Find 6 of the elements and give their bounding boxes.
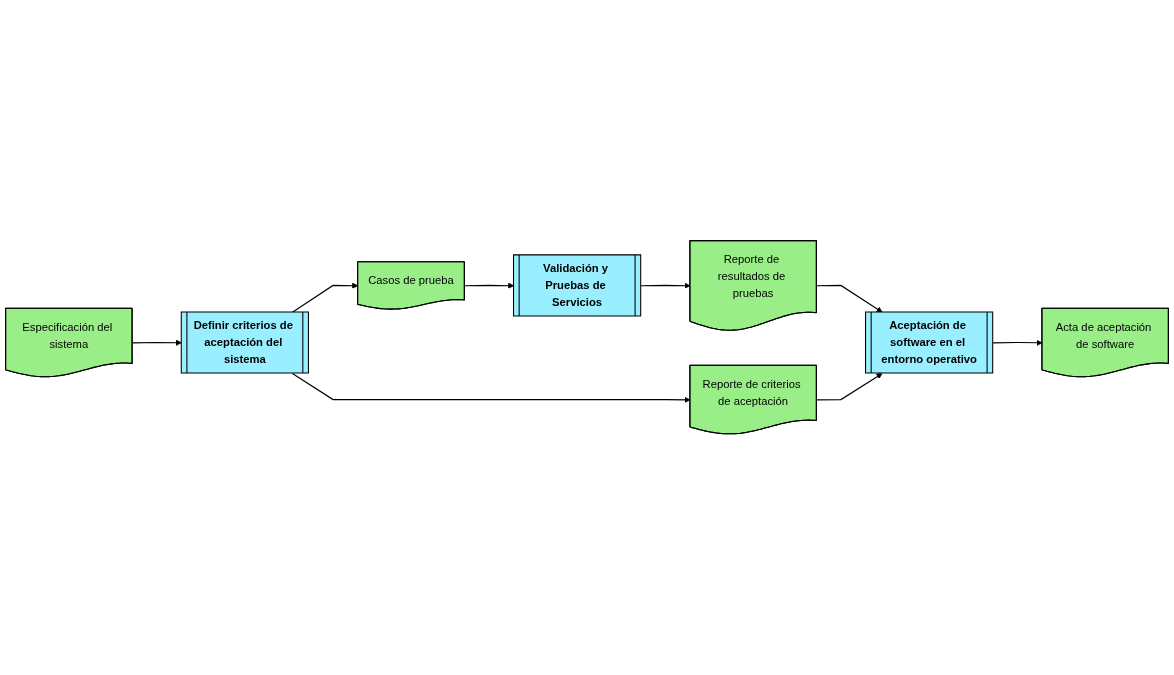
- arrow: [131, 339, 182, 347]
- arrow: [640, 282, 691, 290]
- arrow: [464, 282, 515, 290]
- arrow: [816, 373, 883, 401]
- arrow: [992, 339, 1043, 347]
- arrow: [816, 285, 883, 313]
